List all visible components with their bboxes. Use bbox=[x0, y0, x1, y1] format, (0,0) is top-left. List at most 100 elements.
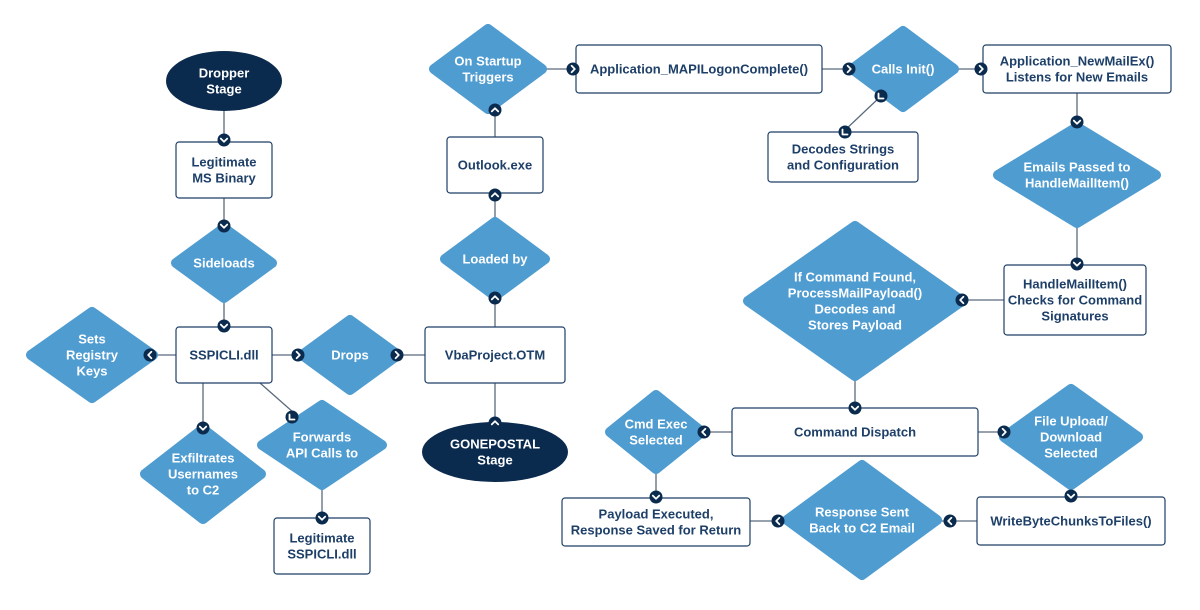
node-label-line: If Command Found, bbox=[794, 270, 916, 285]
node-label-line: Response Saved for Return bbox=[571, 523, 742, 538]
node-label-line: Application_NewMailEx() bbox=[1000, 54, 1155, 69]
arrow-down-icon bbox=[217, 219, 231, 233]
node-label: Application_MAPILogonComplete() bbox=[590, 62, 808, 77]
node-label-line: Listens for New Emails bbox=[1006, 70, 1148, 85]
arrow-dot bbox=[390, 348, 404, 362]
chevron-glyph bbox=[1072, 119, 1082, 125]
node-label-line: Keys bbox=[76, 364, 107, 379]
arrow-down-icon bbox=[217, 133, 231, 147]
chevron-glyph bbox=[850, 405, 860, 411]
node-label-line: Response Sent bbox=[815, 505, 910, 520]
arrow-down-icon bbox=[848, 401, 862, 415]
node-label: Loaded by bbox=[462, 252, 528, 267]
arrow-down-icon bbox=[217, 319, 231, 333]
node-label-line: VbaProject.OTM bbox=[445, 348, 545, 363]
node-label: Drops bbox=[331, 348, 369, 363]
node-label: Sideloads bbox=[193, 256, 254, 271]
chevron-glyph bbox=[219, 137, 229, 143]
oval-shape bbox=[422, 422, 568, 482]
arrow-dot bbox=[488, 188, 502, 202]
arrow-dot bbox=[1070, 257, 1084, 271]
node-label-line: to C2 bbox=[187, 483, 220, 498]
arrow-left-icon bbox=[771, 514, 785, 528]
arrow-right-icon bbox=[390, 348, 404, 362]
node-label-line: Command Dispatch bbox=[794, 425, 916, 440]
diamond-shape bbox=[993, 122, 1161, 228]
arrow-dot bbox=[143, 348, 157, 362]
arrow-dot bbox=[771, 514, 785, 528]
diamond-shape bbox=[743, 221, 967, 381]
chevron-glyph bbox=[147, 350, 153, 360]
arrow-corner-icon bbox=[285, 410, 299, 424]
node-label-line: Outlook.exe bbox=[458, 158, 532, 173]
arrow-down-icon bbox=[1064, 489, 1078, 503]
node-loaded: Loaded by bbox=[440, 217, 550, 301]
node-drops: Drops bbox=[297, 315, 403, 395]
arrow-dot bbox=[842, 62, 856, 76]
arrow-down-icon bbox=[1070, 257, 1084, 271]
chevron-glyph bbox=[877, 92, 885, 100]
node-label-line: WriteByteChunksToFiles() bbox=[990, 514, 1151, 529]
node-label-line: HandleMailItem() bbox=[1023, 277, 1127, 292]
arrow-dot bbox=[1064, 489, 1078, 503]
arrow-markers bbox=[143, 62, 1084, 528]
arrow-down-icon bbox=[1070, 115, 1084, 129]
arrow-dot bbox=[974, 62, 988, 76]
arrow-dot bbox=[285, 410, 299, 424]
arrow-left-icon bbox=[955, 293, 969, 307]
arrow-up-icon bbox=[488, 188, 502, 202]
diamond-shape bbox=[429, 24, 547, 114]
node-label-line: Application_MAPILogonComplete() bbox=[590, 62, 808, 77]
node-label-line: API Calls to bbox=[286, 446, 358, 461]
diamond-shape bbox=[605, 390, 707, 474]
arrow-left-icon bbox=[943, 514, 957, 528]
node-label-line: Calls Init() bbox=[872, 62, 935, 77]
diamond-shape bbox=[171, 223, 277, 303]
node-label-line: Drops bbox=[331, 348, 369, 363]
node-label-line: Payload Executed, bbox=[599, 507, 714, 522]
node-label: Payload Executed,Response Saved for Retu… bbox=[571, 507, 742, 538]
node-label-line: SSPICLI.dll bbox=[189, 348, 258, 363]
node-label-line: Forwards bbox=[293, 430, 352, 445]
chevron-glyph bbox=[1066, 493, 1076, 499]
chevron-glyph bbox=[295, 350, 301, 360]
node-init: Calls Init() bbox=[847, 26, 959, 112]
arrow-corner2-icon bbox=[838, 125, 852, 139]
diamond-shape bbox=[782, 460, 942, 580]
node-label-line: Checks for Command bbox=[1008, 293, 1142, 308]
arrow-dot bbox=[943, 514, 957, 528]
node-label-line: GONEPOSTAL bbox=[450, 437, 540, 452]
node-label: If Command Found,ProcessMailPayload()Dec… bbox=[788, 270, 922, 333]
arrow-dot bbox=[291, 348, 305, 362]
node-label-line: Exfiltrates bbox=[172, 451, 235, 466]
diamond-shape bbox=[847, 26, 959, 112]
node-label-line: Download bbox=[1040, 430, 1102, 445]
chevron-glyph bbox=[394, 350, 400, 360]
chevron-glyph bbox=[947, 516, 953, 526]
arrow-up-icon bbox=[488, 291, 502, 305]
node-label-line: HandleMailItem() bbox=[1025, 176, 1129, 191]
chevron-glyph bbox=[701, 427, 707, 437]
arrow-down-icon bbox=[649, 490, 663, 504]
arrow-dot bbox=[488, 103, 502, 117]
diamond-shape bbox=[26, 307, 158, 403]
node-label-line: Selected bbox=[1044, 446, 1098, 461]
arrow-dot bbox=[217, 319, 231, 333]
node-label: VbaProject.OTM bbox=[445, 348, 545, 363]
chevron-glyph bbox=[490, 295, 500, 301]
diamond-shape bbox=[297, 315, 403, 395]
node-label-line: Usernames bbox=[168, 467, 238, 482]
